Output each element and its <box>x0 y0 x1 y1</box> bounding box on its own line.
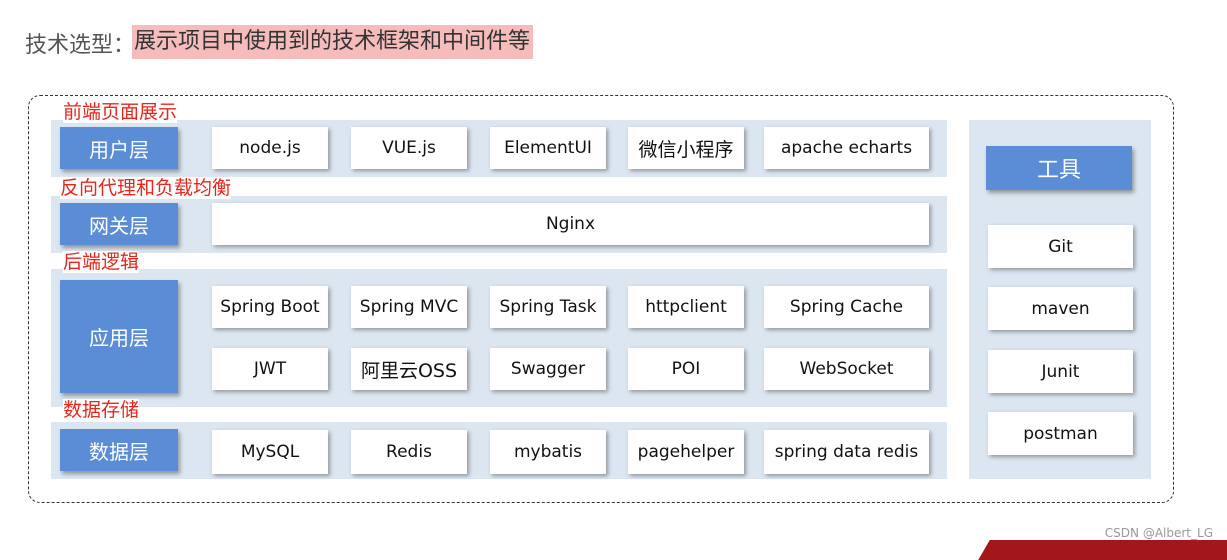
tech-box-nginx: Nginx <box>212 203 929 245</box>
watermark: CSDN @Albert_LG <box>1104 526 1213 540</box>
annotation-frontend: 前端页面展示 <box>63 101 178 123</box>
bottom-decor-strip <box>978 540 1227 560</box>
tech-box-spring-data-redis: spring data redis <box>764 430 929 474</box>
tech-box-jwt: JWT <box>212 348 328 390</box>
tech-box-mybatis: mybatis <box>490 430 606 474</box>
tech-box-spring-boot: Spring Boot <box>212 286 328 328</box>
architecture-frame <box>28 95 1174 503</box>
annotation-backend: 后端逻辑 <box>63 251 140 273</box>
tech-box-aliyun-oss: 阿里云OSS <box>351 348 467 390</box>
annotation-data: 数据存储 <box>63 399 140 421</box>
data-layer-label: 数据层 <box>60 429 178 471</box>
tech-box-spring-task: Spring Task <box>490 286 606 328</box>
tech-box-spring-mvc: Spring MVC <box>351 286 467 328</box>
page-title-prefix: 技术选型： <box>25 33 136 58</box>
tech-box-apache-echarts: apache echarts <box>764 127 929 169</box>
tech-box-spring-cache: Spring Cache <box>764 286 929 328</box>
tool-box-postman: postman <box>988 412 1133 455</box>
tool-box-junit: Junit <box>988 350 1133 393</box>
annotation-gateway: 反向代理和负载均衡 <box>60 177 232 199</box>
user-layer-label: 用户层 <box>60 127 178 169</box>
app-layer-label: 应用层 <box>60 280 178 393</box>
tech-box-poi: POI <box>628 348 744 390</box>
tech-box-pagehelper: pagehelper <box>628 430 744 474</box>
tools-label: 工具 <box>986 146 1132 190</box>
tech-box-wechat-miniprogram: 微信小程序 <box>628 127 744 169</box>
tool-box-git: Git <box>988 225 1133 268</box>
tech-box-redis: Redis <box>351 430 467 474</box>
tech-box-nodejs: node.js <box>212 127 328 169</box>
tech-box-httpclient: httpclient <box>628 286 744 328</box>
page-title-highlight: 展示项目中使用到的技术框架和中间件等 <box>132 25 533 59</box>
tech-box-elementui: ElementUI <box>490 127 606 169</box>
tech-box-vuejs: VUE.js <box>351 127 467 169</box>
tech-box-mysql: MySQL <box>212 430 328 474</box>
tech-box-websocket: WebSocket <box>764 348 929 390</box>
gateway-layer-label: 网关层 <box>60 203 178 245</box>
tool-box-maven: maven <box>988 287 1133 330</box>
tech-box-swagger: Swagger <box>490 348 606 390</box>
